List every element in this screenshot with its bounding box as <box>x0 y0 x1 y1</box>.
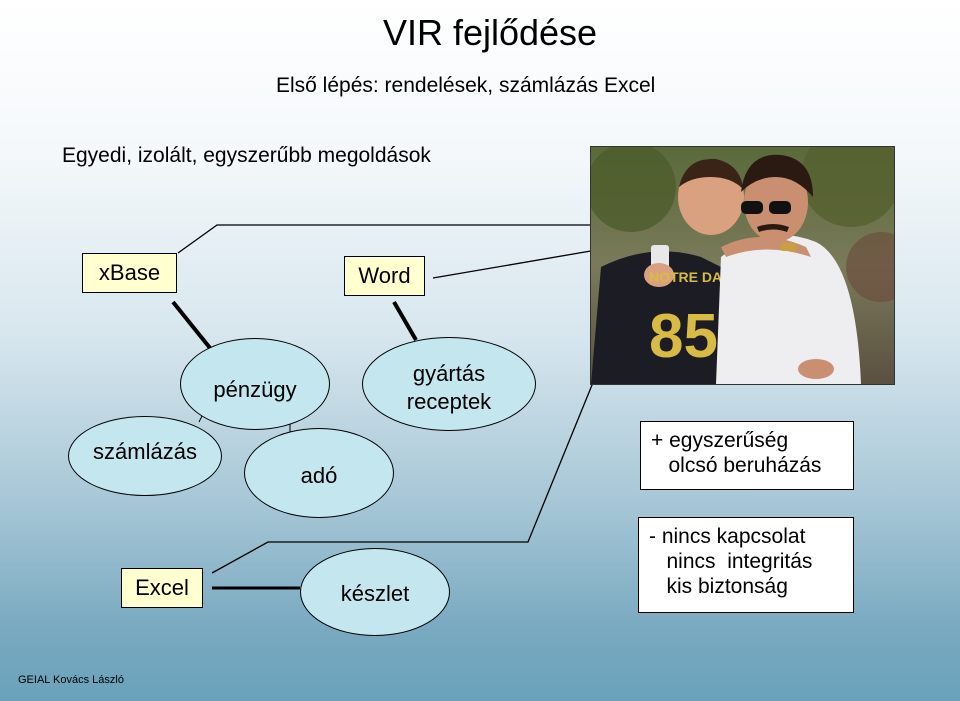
word-label: Word <box>358 263 411 288</box>
pros-note: + egyszerűség olcsó beruházás <box>640 421 854 490</box>
photo-jersey-number: 85 <box>649 302 718 371</box>
excel-box: Excel <box>121 568 203 608</box>
gyartas-label-line2: receptek <box>406 389 492 414</box>
cons-note: - nincs kapcsolat nincs integritás kis b… <box>638 517 854 613</box>
ado-label: adó <box>300 463 338 488</box>
excel-label: Excel <box>135 575 189 600</box>
connector-xbase-photo <box>177 224 655 254</box>
penzugy-ellipse: pénzügy <box>180 338 330 430</box>
footer-text: GEIAL Kovács László <box>18 674 124 686</box>
photo-jersey-text: NOTRE DAME <box>649 269 743 285</box>
photo: NOTRE DAME 85 <box>590 146 895 385</box>
keszlet-label: készlet <box>340 581 410 606</box>
connector-excel-photo <box>211 254 646 574</box>
word-box: Word <box>344 256 425 296</box>
gyartas-ellipse: gyártás receptek <box>362 337 536 431</box>
photo-illustration: NOTRE DAME 85 <box>591 147 894 384</box>
ado-ellipse: adó <box>244 428 394 518</box>
penzugy-label: pénzügy <box>213 377 297 402</box>
szamlazas-label: számlázás <box>93 439 197 464</box>
keszlet-ellipse: készlet <box>300 548 450 636</box>
slide-title: VIR fejlődése <box>382 12 598 53</box>
slide-subtitle: Első lépés: rendelések, számlázás Excel <box>276 74 656 97</box>
link-xbase-penzugy <box>171 300 212 350</box>
gyartas-label-line1: gyártás <box>412 361 486 386</box>
xbase-box: xBase <box>82 253 177 293</box>
intro-text: Egyedi, izolált, egyszerűbb megoldások <box>62 144 431 167</box>
xbase-label: xBase <box>98 260 161 285</box>
szamlazas-ellipse: számlázás <box>68 416 222 496</box>
link-word-gyartas <box>392 300 418 342</box>
